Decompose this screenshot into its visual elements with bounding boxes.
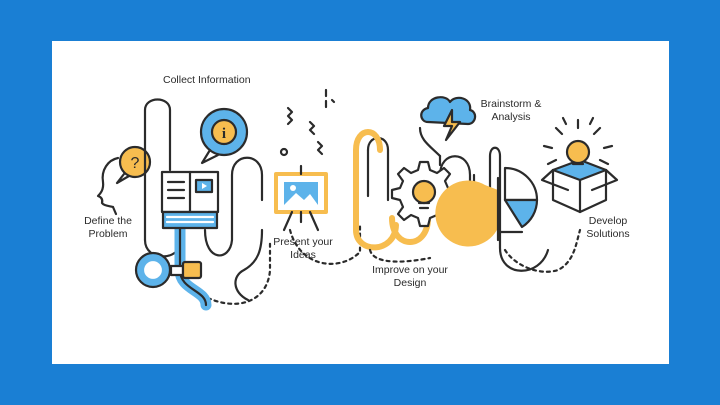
process-path: [143, 98, 582, 305]
label-brainstorm-analysis: Brainstorm & Analysis: [476, 98, 546, 124]
cloud-lightning-icon: [420, 96, 477, 142]
label-present-line2: Ideas: [290, 249, 316, 261]
label-improve-line2: Design: [393, 277, 427, 289]
label-define-line2: Problem: [88, 228, 128, 240]
label-develop-line1: Develop: [588, 215, 628, 227]
info-mark: i: [222, 126, 226, 142]
label-define-problem: Define the Problem: [80, 215, 136, 241]
sparks-decoration: [279, 88, 336, 157]
label-develop-line2: Solutions: [586, 228, 630, 240]
label-develop-solutions: Develop Solutions: [578, 215, 638, 241]
book-laptop-icon: [160, 170, 220, 230]
label-brainstorm-line2: Analysis: [491, 111, 531, 123]
label-define-line1: Define the: [84, 215, 132, 227]
label-improve-line1: Improve on your: [372, 264, 448, 276]
head-profile-icon-2: [418, 126, 442, 167]
question-bubble-icon: ?: [115, 145, 152, 185]
label-present-line1: Present your: [273, 236, 333, 248]
label-brainstorm-line1: Brainstorm &: [480, 98, 542, 110]
pie-chart-icon: [435, 166, 539, 247]
diagram-card: [52, 41, 669, 364]
label-improve-design: Improve on your Design: [368, 264, 452, 290]
head-profile-icon: [96, 156, 120, 216]
info-bubble-icon: i: [199, 107, 249, 165]
question-mark: ?: [131, 155, 140, 172]
label-present-ideas: Present your Ideas: [270, 236, 336, 262]
magnifier-icon: [134, 222, 212, 311]
label-collect-line1: Collect Information: [163, 74, 251, 86]
label-collect-information: Collect Information: [163, 74, 251, 87]
idea-box-icon: [540, 116, 619, 214]
easel-icon: [274, 164, 328, 232]
